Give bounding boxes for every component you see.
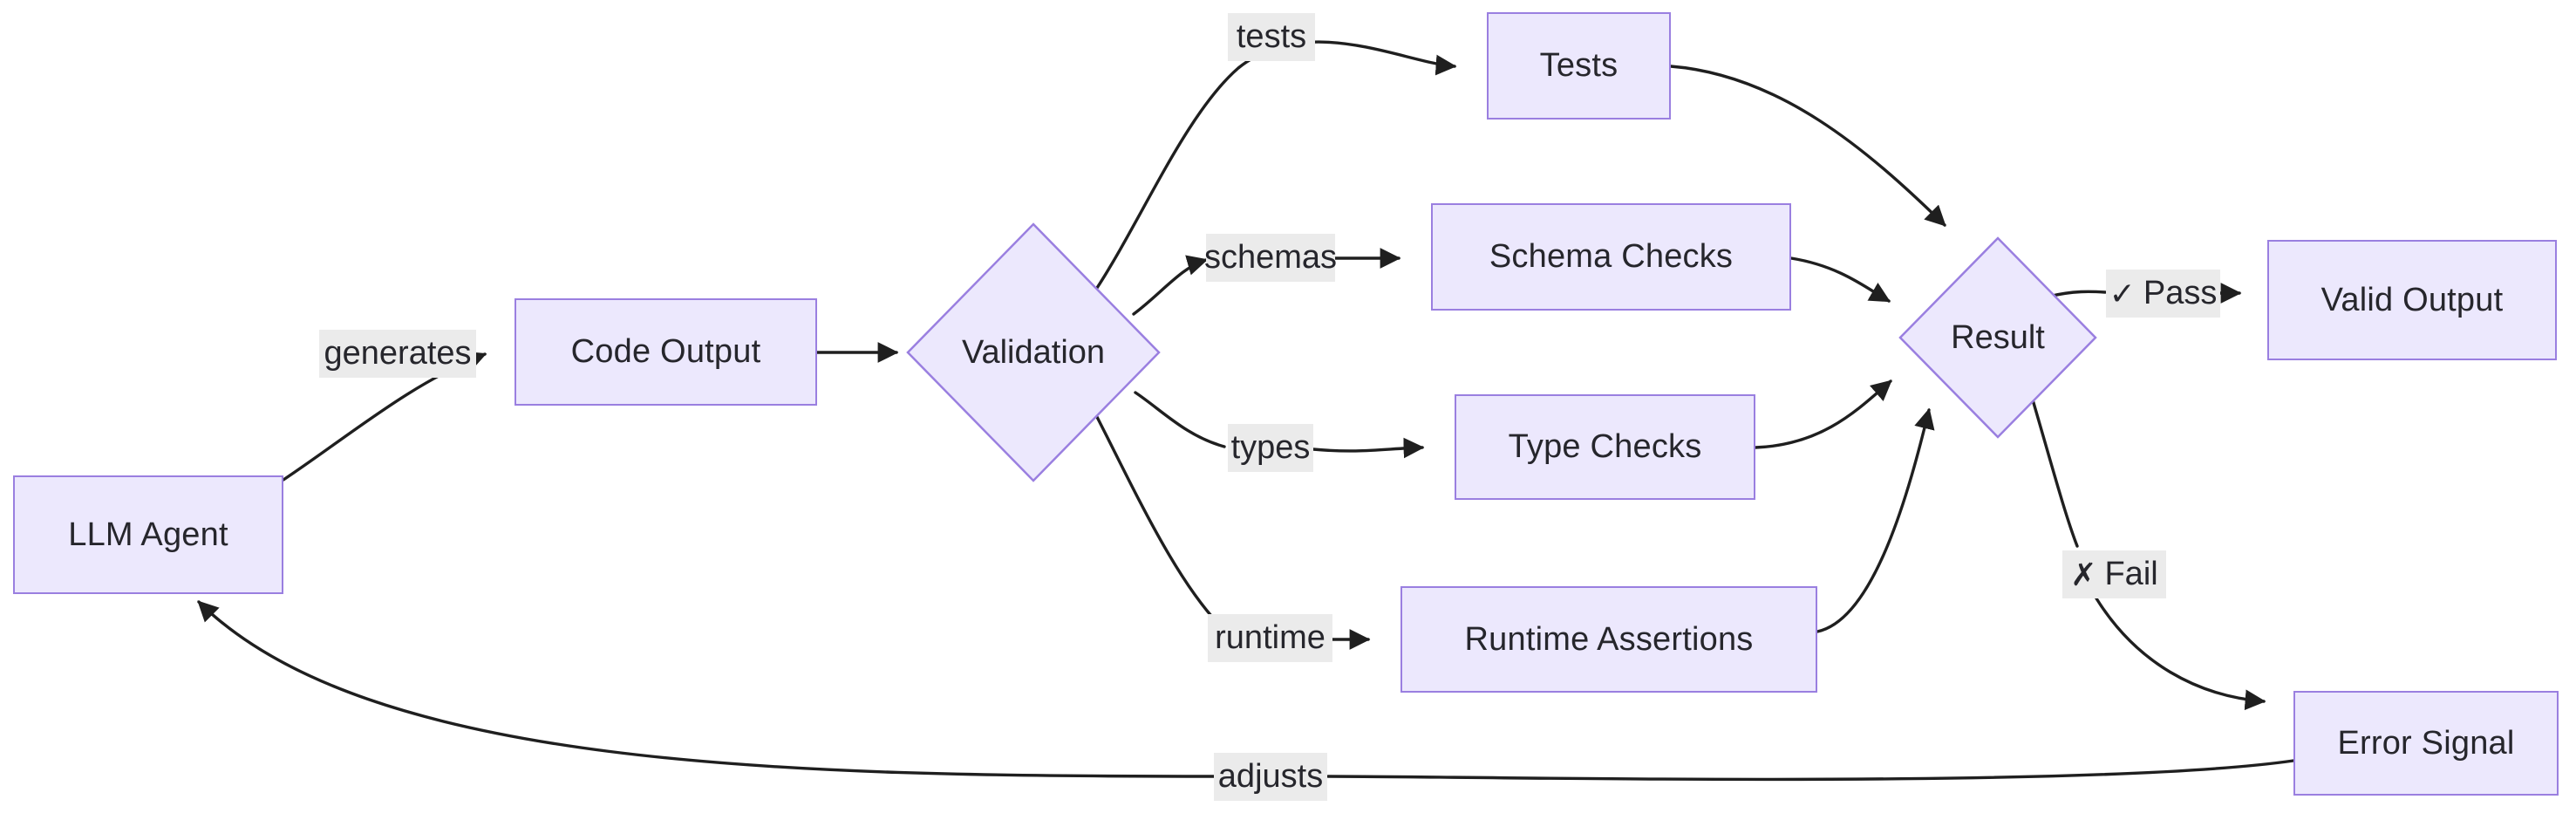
node-runtime-assertions[interactable]: Runtime Assertions	[1400, 586, 1817, 693]
edge-error-signal-to-llm-agent	[1326, 759, 2295, 782]
node-type-checks[interactable]: Type Checks	[1455, 394, 1755, 500]
node-valid-output[interactable]: Valid Output	[2267, 240, 2557, 360]
edge-tests-to-result	[1669, 65, 1946, 227]
node-validation-label: Validation	[961, 333, 1106, 371]
edge-label-schemas: schemas	[1203, 234, 1338, 282]
edge-label-schemas-text: schemas	[1203, 238, 1338, 276]
edge-label-tests: tests	[1228, 13, 1315, 61]
validation-diamond-shape	[906, 222, 1161, 482]
edge-label-generates-text: generates	[324, 334, 472, 372]
edge-validation-to-runtime-assertions	[1095, 415, 1226, 632]
node-result-label: Result	[1951, 318, 2045, 356]
node-runtime-assertions-label: Runtime Assertions	[1464, 620, 1754, 658]
check-icon: ✓	[2109, 275, 2136, 311]
edge-label-tests-text: tests	[1236, 17, 1307, 55]
edge-label-types: types	[1228, 424, 1313, 472]
edge-label-fail: ✗ Fail	[2062, 550, 2166, 598]
node-schema-checks-label: Schema Checks	[1489, 238, 1734, 275]
node-error-signal[interactable]: Error Signal	[2293, 691, 2559, 796]
node-valid-output-label: Valid Output	[2320, 281, 2504, 318]
edge-validation-to-type-checks	[1134, 391, 1226, 448]
node-tests-label: Tests	[1539, 47, 1619, 84]
node-validation[interactable]: Validation	[905, 222, 1162, 483]
edge-result-to-error-signal	[2030, 395, 2079, 548]
edge-result-to-error-signal-tail	[2095, 597, 2266, 711]
edge-label-generates: generates	[319, 330, 476, 378]
edge-label-types-text: types	[1230, 428, 1311, 466]
edge-validation-to-schema-checks	[1132, 255, 1209, 316]
edge-label-adjusts: adjusts	[1214, 753, 1327, 801]
edge-label-pass: ✓ Pass	[2106, 270, 2220, 318]
edge-label-adjusts-text: adjusts	[1217, 757, 1324, 795]
edge-label-runtime-text: runtime	[1215, 618, 1325, 656]
node-result[interactable]: Result	[1898, 236, 2098, 440]
edge-error-signal-to-llm-agent-tail	[197, 600, 1216, 778]
node-code-output[interactable]: Code Output	[515, 298, 817, 406]
edge-label-fail-text: Fail	[2104, 555, 2158, 592]
edge-validation-to-tests	[1095, 40, 1457, 290]
node-type-checks-label: Type Checks	[1508, 428, 1702, 465]
node-code-output-label: Code Output	[570, 333, 761, 370]
edge-label-pass-text: Pass	[2143, 274, 2218, 311]
node-schema-checks[interactable]: Schema Checks	[1431, 203, 1791, 311]
edge-type-checks-to-result	[1754, 379, 1892, 449]
node-llm-agent-label: LLM Agent	[68, 516, 228, 553]
edge-schema-checks-to-result	[1789, 256, 1891, 303]
edge-label-runtime: runtime	[1208, 614, 1332, 662]
cross-icon: ✗	[2070, 556, 2097, 592]
edge-validation-to-type-checks-tail	[1312, 437, 1425, 459]
node-tests[interactable]: Tests	[1487, 12, 1671, 120]
node-error-signal-label: Error Signal	[2337, 724, 2515, 762]
edge-runtime-assertions-to-result	[1816, 407, 1935, 633]
result-diamond-shape	[1898, 236, 2097, 439]
node-llm-agent[interactable]: LLM Agent	[13, 475, 283, 594]
